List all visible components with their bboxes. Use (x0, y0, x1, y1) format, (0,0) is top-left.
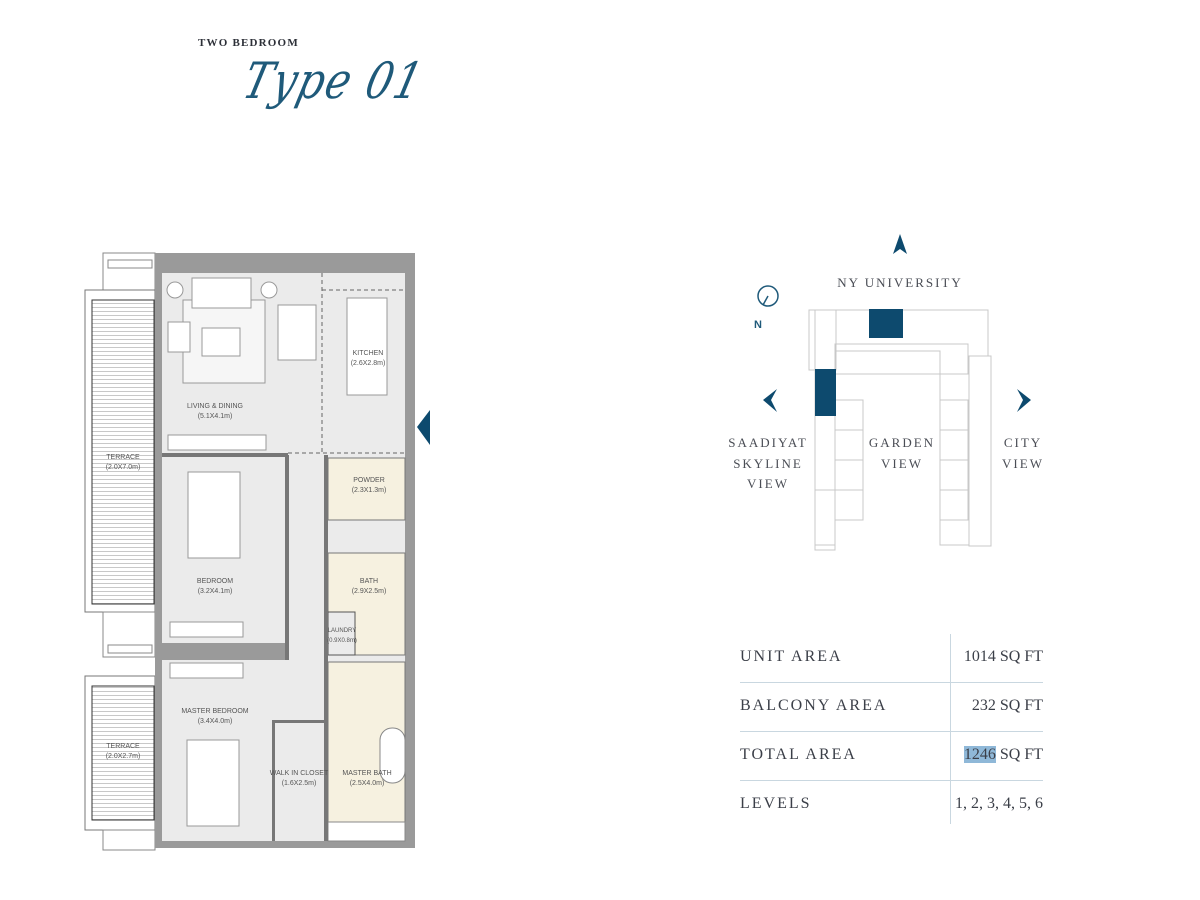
room-size: (3.2X4.1m) (198, 588, 233, 595)
room-size: (2.6X2.8m) (351, 360, 386, 367)
room-powder (327, 457, 406, 521)
room-size: (5.1X4.1m) (198, 413, 233, 420)
east-view-label: VIEW (1002, 456, 1044, 471)
levels-value: 1, 2, 3, 4, 5, 6 (955, 795, 1043, 812)
compass-icon (757, 285, 779, 307)
room-size: (2.0X2.7m) (106, 753, 141, 760)
area-unit: SQ FT (999, 746, 1043, 763)
north-arrow-icon (893, 234, 907, 254)
room-size: (2.5X4.0m) (350, 780, 385, 787)
area-label: BALCONY AREA (740, 697, 888, 714)
room-label: TERRACE (106, 743, 140, 750)
area-label: UNIT AREA (740, 648, 843, 665)
room-laundry (327, 611, 356, 656)
west-view-label: SKYLINE (733, 456, 803, 471)
room-size: (2.9X2.5m) (352, 588, 387, 595)
row-divider (740, 780, 1043, 781)
room-size: (0.9X0.8m) (327, 638, 357, 644)
west-arrow-icon (763, 389, 777, 412)
room-label: BATH (360, 578, 378, 585)
table-divider (950, 634, 951, 824)
area-row-unit: UNIT AREA 1014 SQ FT (740, 648, 1043, 674)
room-label: LIVING & DINING (187, 403, 243, 410)
area-row-total: TOTAL AREA 1246 SQ FT (740, 746, 1043, 772)
area-unit: SQ FT (999, 697, 1043, 714)
room-size: (1.6X2.5m) (282, 780, 317, 787)
area-label: TOTAL AREA (740, 746, 857, 763)
area-row-levels: LEVELS 1, 2, 3, 4, 5, 6 (740, 795, 1043, 821)
row-divider (740, 731, 1043, 732)
row-divider (740, 682, 1043, 683)
area-value: 232 (971, 697, 996, 714)
entrance-arrow-icon (417, 410, 430, 445)
area-row-balcony: BALCONY AREA 232 SQ FT (740, 697, 1043, 723)
unit-highlight-west (815, 369, 836, 416)
area-value: 1014 (963, 648, 996, 665)
terrace-top (84, 252, 156, 658)
room-size: (2.0X7.0m) (106, 464, 141, 471)
east-view-label: CITY (1004, 435, 1042, 450)
room-label: TERRACE (106, 454, 140, 461)
room-label: BEDROOM (197, 578, 233, 585)
east-arrow-icon (1017, 389, 1031, 412)
north-view-label: NY UNIVERSITY (837, 275, 963, 290)
compass-label: N (754, 319, 762, 331)
bathtub (379, 727, 406, 784)
room-label: MASTER BATH (342, 770, 391, 777)
west-view-label: SAADIYAT (728, 435, 808, 450)
room-size: (2.3X1.3m) (352, 487, 387, 494)
room-size: (3.4X4.0m) (198, 718, 233, 725)
key-plan: NY UNIVERSITY N SAADIYAT SKYLINE VIEW GA… (728, 234, 1044, 551)
room-label: WALK IN CLOSET (270, 770, 329, 777)
terrace-bottom (84, 675, 156, 851)
area-unit: SQ FT (999, 648, 1043, 665)
room-label: POWDER (353, 477, 385, 484)
area-value-selected[interactable]: 1246 (963, 746, 996, 763)
area-label: LEVELS (740, 795, 812, 812)
unit-highlight-north (869, 309, 903, 338)
west-view-label: VIEW (747, 476, 789, 491)
room-label: LAUNDRY (328, 628, 357, 634)
room-label: MASTER BEDROOM (181, 708, 248, 715)
center-view-label: GARDEN (869, 435, 935, 450)
unit-kicker: TWO BEDROOM (198, 37, 299, 49)
room-label: KITCHEN (353, 350, 384, 357)
center-view-label: VIEW (881, 456, 923, 471)
